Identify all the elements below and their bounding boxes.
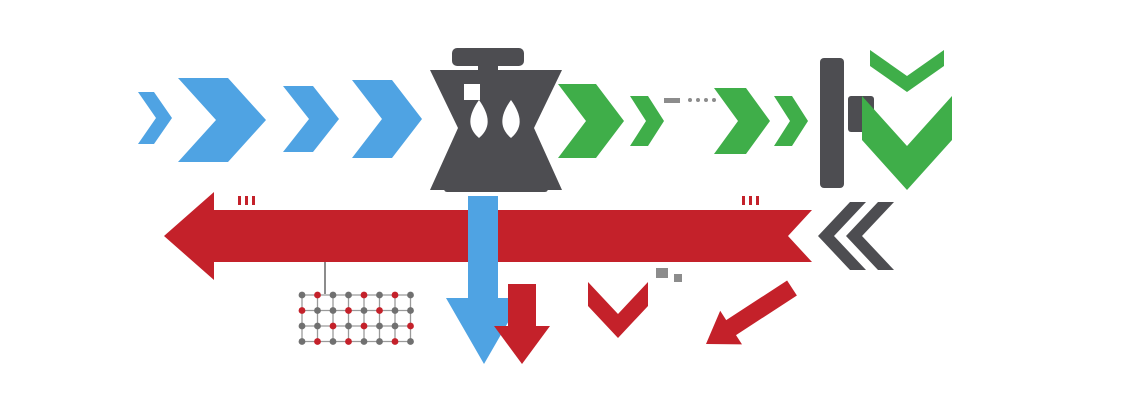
dot-mark bbox=[688, 98, 692, 102]
droplet-icon-right bbox=[502, 100, 520, 138]
lattice-atom bbox=[329, 338, 337, 345]
lattice-atom bbox=[329, 291, 337, 299]
lattice-atom bbox=[376, 291, 383, 299]
gray-chevron-icon-1 bbox=[818, 202, 866, 270]
green-arrows-group bbox=[558, 84, 808, 158]
tick-mark bbox=[749, 196, 752, 205]
green-down-chevron-icon-large bbox=[862, 96, 952, 190]
lattice-atom bbox=[391, 307, 399, 314]
crystal-lattice bbox=[298, 291, 414, 345]
lattice-dopant-atom bbox=[314, 338, 321, 345]
tick-mark bbox=[252, 196, 255, 205]
furnace-neck bbox=[478, 64, 498, 74]
dot-mark bbox=[704, 98, 708, 102]
red-tick-marks-left bbox=[238, 196, 255, 205]
tick-mark bbox=[245, 196, 248, 205]
blue-arrows-group bbox=[138, 78, 422, 162]
furnace-body bbox=[430, 70, 562, 190]
blue-down-arrow bbox=[446, 196, 522, 364]
green-chevron-icon-2 bbox=[630, 96, 664, 146]
lattice-atom bbox=[376, 322, 383, 330]
furnace-window bbox=[464, 84, 480, 100]
dot-mark bbox=[712, 98, 716, 102]
blue-chevron-icon-2 bbox=[178, 78, 266, 162]
red-down-arrow bbox=[494, 284, 550, 364]
red-arrow-head bbox=[494, 326, 550, 364]
blue-arrow-head bbox=[446, 298, 522, 364]
lattice-atom bbox=[407, 307, 414, 314]
tick-mark bbox=[756, 196, 759, 205]
lattice-dopant-atom bbox=[360, 322, 368, 330]
lattice-dopant-atom bbox=[314, 291, 321, 299]
lattice-atom bbox=[360, 307, 368, 314]
lattice-dopant-atom bbox=[391, 291, 399, 299]
green-chevron-icon-3 bbox=[714, 88, 770, 154]
lattice-atom bbox=[329, 307, 337, 314]
furnace-cap bbox=[452, 48, 524, 66]
blue-arrow-shaft bbox=[468, 196, 498, 302]
dark-pillar-icon bbox=[820, 58, 844, 188]
lattice-atom bbox=[314, 307, 321, 314]
green-down-chevron-icon-small bbox=[870, 50, 944, 92]
lattice-atom bbox=[345, 322, 352, 330]
red-arrow-shaft bbox=[508, 284, 536, 328]
red-diagonal-arrow bbox=[706, 280, 797, 345]
dash-mark bbox=[664, 98, 680, 103]
lattice-atom bbox=[298, 322, 306, 330]
droplet-icon-left bbox=[470, 100, 488, 138]
lattice-atom bbox=[376, 338, 383, 345]
green-chevron-icon-1 bbox=[558, 84, 624, 158]
lattice-atom bbox=[407, 291, 414, 299]
lattice-atom bbox=[345, 291, 352, 299]
lattice-dopant-atom bbox=[360, 291, 368, 299]
green-chevron-icon-4 bbox=[774, 96, 808, 146]
gray-mark bbox=[656, 268, 668, 278]
lattice-atom bbox=[298, 291, 306, 299]
lattice-dopant-atom bbox=[329, 322, 337, 330]
lattice-dopant-atom bbox=[345, 338, 352, 345]
blue-chevron-icon-3 bbox=[283, 86, 339, 152]
lattice-atom bbox=[360, 338, 368, 345]
gray-mark bbox=[674, 274, 682, 282]
dot-mark bbox=[696, 98, 700, 102]
red-down-chevron-icon bbox=[588, 282, 648, 338]
green-turn-group bbox=[862, 50, 952, 190]
lattice-atom bbox=[391, 322, 399, 330]
gray-feed-chevrons bbox=[818, 202, 894, 270]
red-tick-marks-right bbox=[742, 196, 759, 205]
dash-dot-annotation bbox=[664, 98, 716, 103]
tick-mark bbox=[238, 196, 241, 205]
lattice-dopant-atom bbox=[298, 307, 306, 314]
furnace-icon bbox=[430, 48, 562, 192]
gray-chevron-icon-2 bbox=[846, 202, 894, 270]
blue-chevron-icon-4 bbox=[352, 80, 422, 158]
blue-chevron-icon-1 bbox=[138, 92, 172, 144]
furnace-base-bar bbox=[444, 180, 548, 192]
lattice-atom bbox=[314, 322, 321, 330]
lattice-dopant-atom bbox=[407, 322, 414, 330]
lattice-atom bbox=[298, 338, 306, 345]
tick-mark bbox=[742, 196, 745, 205]
lattice-dopant-atom bbox=[376, 307, 383, 314]
lattice-atom bbox=[407, 338, 414, 345]
lattice-dopant-atom bbox=[391, 338, 399, 345]
gray-small-marks bbox=[656, 268, 682, 282]
lattice-dopant-atom bbox=[345, 307, 352, 314]
